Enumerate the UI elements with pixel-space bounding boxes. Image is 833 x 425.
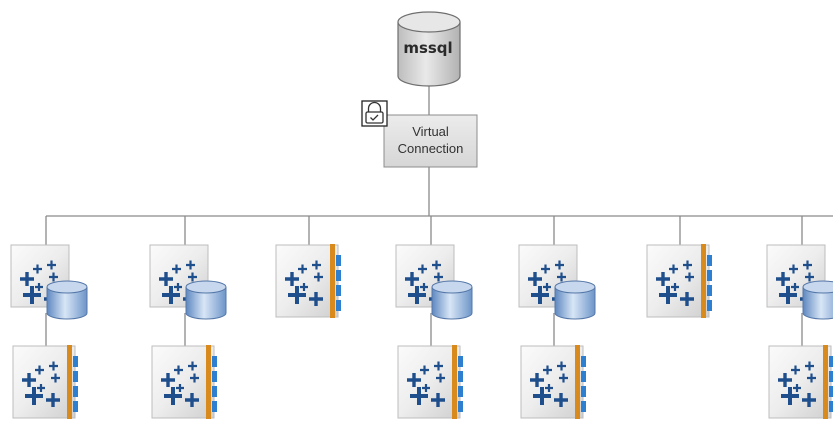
published-data-source-icon[interactable] [766,244,833,320]
connector-lines [45,86,833,346]
workbook-tab [707,285,712,296]
workbook-spine [67,345,72,419]
workbook-icon[interactable] [646,244,712,318]
workbook-tab [73,356,78,367]
workbook-tab [829,386,833,397]
workbook-tab [829,401,833,412]
database-node[interactable]: mssql [397,11,461,87]
workbook-tab [707,300,712,311]
workbook-spine [206,345,211,419]
workbook-tab [581,371,586,382]
virtual-connection-label-line1: Virtual [412,124,449,139]
workbook-tab [458,371,463,382]
workbook-icon[interactable] [12,345,78,419]
workbook-tab [73,371,78,382]
workbook-tab [458,401,463,412]
workbook-spine [823,345,828,419]
workbook-icon[interactable] [151,345,217,419]
published-data-source-icon[interactable] [518,244,596,320]
published-data-source-icon[interactable] [10,244,88,320]
virtual-connection-node[interactable]: Virtual Connection [383,114,478,168]
workbook-tab [212,356,217,367]
workbook-tab [581,386,586,397]
workbook-tab [707,255,712,266]
workbook-spine [452,345,457,419]
workbook-tab [829,371,833,382]
lock-check-icon [361,100,388,127]
published-data-source-icon[interactable] [149,244,227,320]
virtual-connection-label-line2: Connection [398,141,464,156]
workbook-spine [701,244,706,318]
workbook-tab [581,356,586,367]
data-cylinder-icon [46,280,88,320]
workbook-icon[interactable] [397,345,463,419]
workbook-tab [212,371,217,382]
workbook-tab [212,401,217,412]
workbook-tab [829,356,833,367]
workbook-spine [330,244,335,318]
workbook-icon[interactable] [275,244,341,318]
workbook-tab [212,386,217,397]
workbook-tab [707,270,712,281]
content-grid [10,244,833,419]
workbook-tab [73,401,78,412]
workbook-tab [336,300,341,311]
workbook-tab [458,386,463,397]
workbook-tab [336,285,341,296]
workbook-tab [336,255,341,266]
data-cylinder-icon [431,280,473,320]
workbook-icon[interactable] [768,345,833,419]
database-label: mssql [403,39,452,57]
data-cylinder-icon [802,280,833,320]
workbook-tab [581,401,586,412]
published-data-source-icon[interactable] [395,244,473,320]
workbook-tab [458,356,463,367]
data-cylinder-icon [185,280,227,320]
workbook-spine [575,345,580,419]
workbook-tab [73,386,78,397]
workbook-icon[interactable] [520,345,586,419]
database-cylinder-icon [397,11,461,87]
data-cylinder-icon [554,280,596,320]
workbook-tab [336,270,341,281]
